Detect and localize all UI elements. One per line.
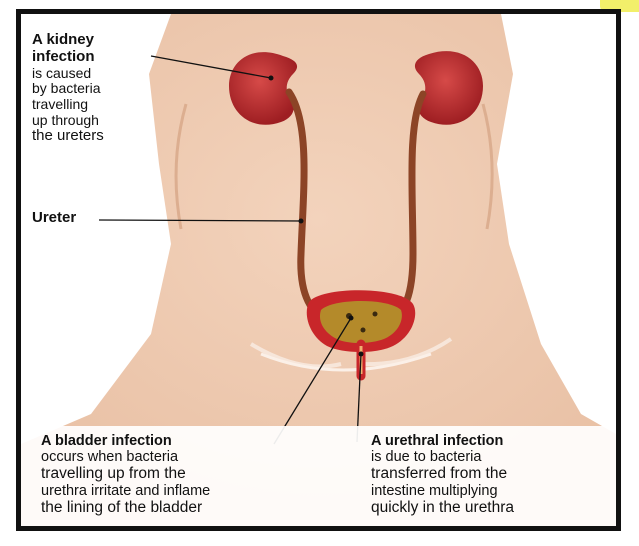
ureter-pointer-dot bbox=[299, 219, 304, 224]
urethral-label-title: A urethral infection bbox=[371, 433, 621, 449]
illustration-frame: A kidney infection is caused by bacteria… bbox=[16, 9, 621, 531]
kidney-label-line2: infection bbox=[32, 49, 162, 66]
kidney-pointer-dot bbox=[269, 76, 274, 81]
kidney-label-line7: the ureters bbox=[32, 128, 162, 145]
bladder-label-line1: occurs when bacteria bbox=[41, 449, 331, 465]
urethral-label-line1: is due to bacteria bbox=[371, 449, 621, 465]
kidney-label-line3: is caused bbox=[32, 66, 162, 82]
urethral-infection-label: A urethral infection is due to bacteria … bbox=[371, 433, 621, 516]
urethral-label-line2: transferred from the bbox=[371, 465, 621, 482]
bacteria-dot-3 bbox=[361, 328, 366, 333]
bladder-label-line3: urethra irritate and inflame bbox=[41, 483, 331, 499]
urethral-label-line3: intestine multiplying bbox=[371, 483, 621, 499]
bladder-pointer-dot bbox=[349, 316, 354, 321]
bladder-infection-label: A bladder infection occurs when bacteria… bbox=[41, 433, 331, 516]
kidney-label-line1: A kidney bbox=[32, 32, 162, 49]
bacteria-dot-2 bbox=[373, 312, 378, 317]
kidney-label-line6: up through bbox=[32, 113, 162, 129]
ureter-label: Ureter bbox=[32, 210, 76, 227]
urethral-label-line4: quickly in the urethra bbox=[371, 499, 621, 516]
bladder-label-title: A bladder infection bbox=[41, 433, 331, 449]
bladder-label-line4: the lining of the bladder bbox=[41, 499, 331, 516]
kidney-infection-label: A kidney infection is caused by bacteria… bbox=[32, 32, 162, 145]
bladder-label-line2: travelling up from the bbox=[41, 465, 331, 482]
kidney-label-line5: travelling bbox=[32, 97, 162, 113]
urethra-pointer-dot bbox=[359, 352, 364, 357]
kidney-label-line4: by bacteria bbox=[32, 81, 162, 97]
